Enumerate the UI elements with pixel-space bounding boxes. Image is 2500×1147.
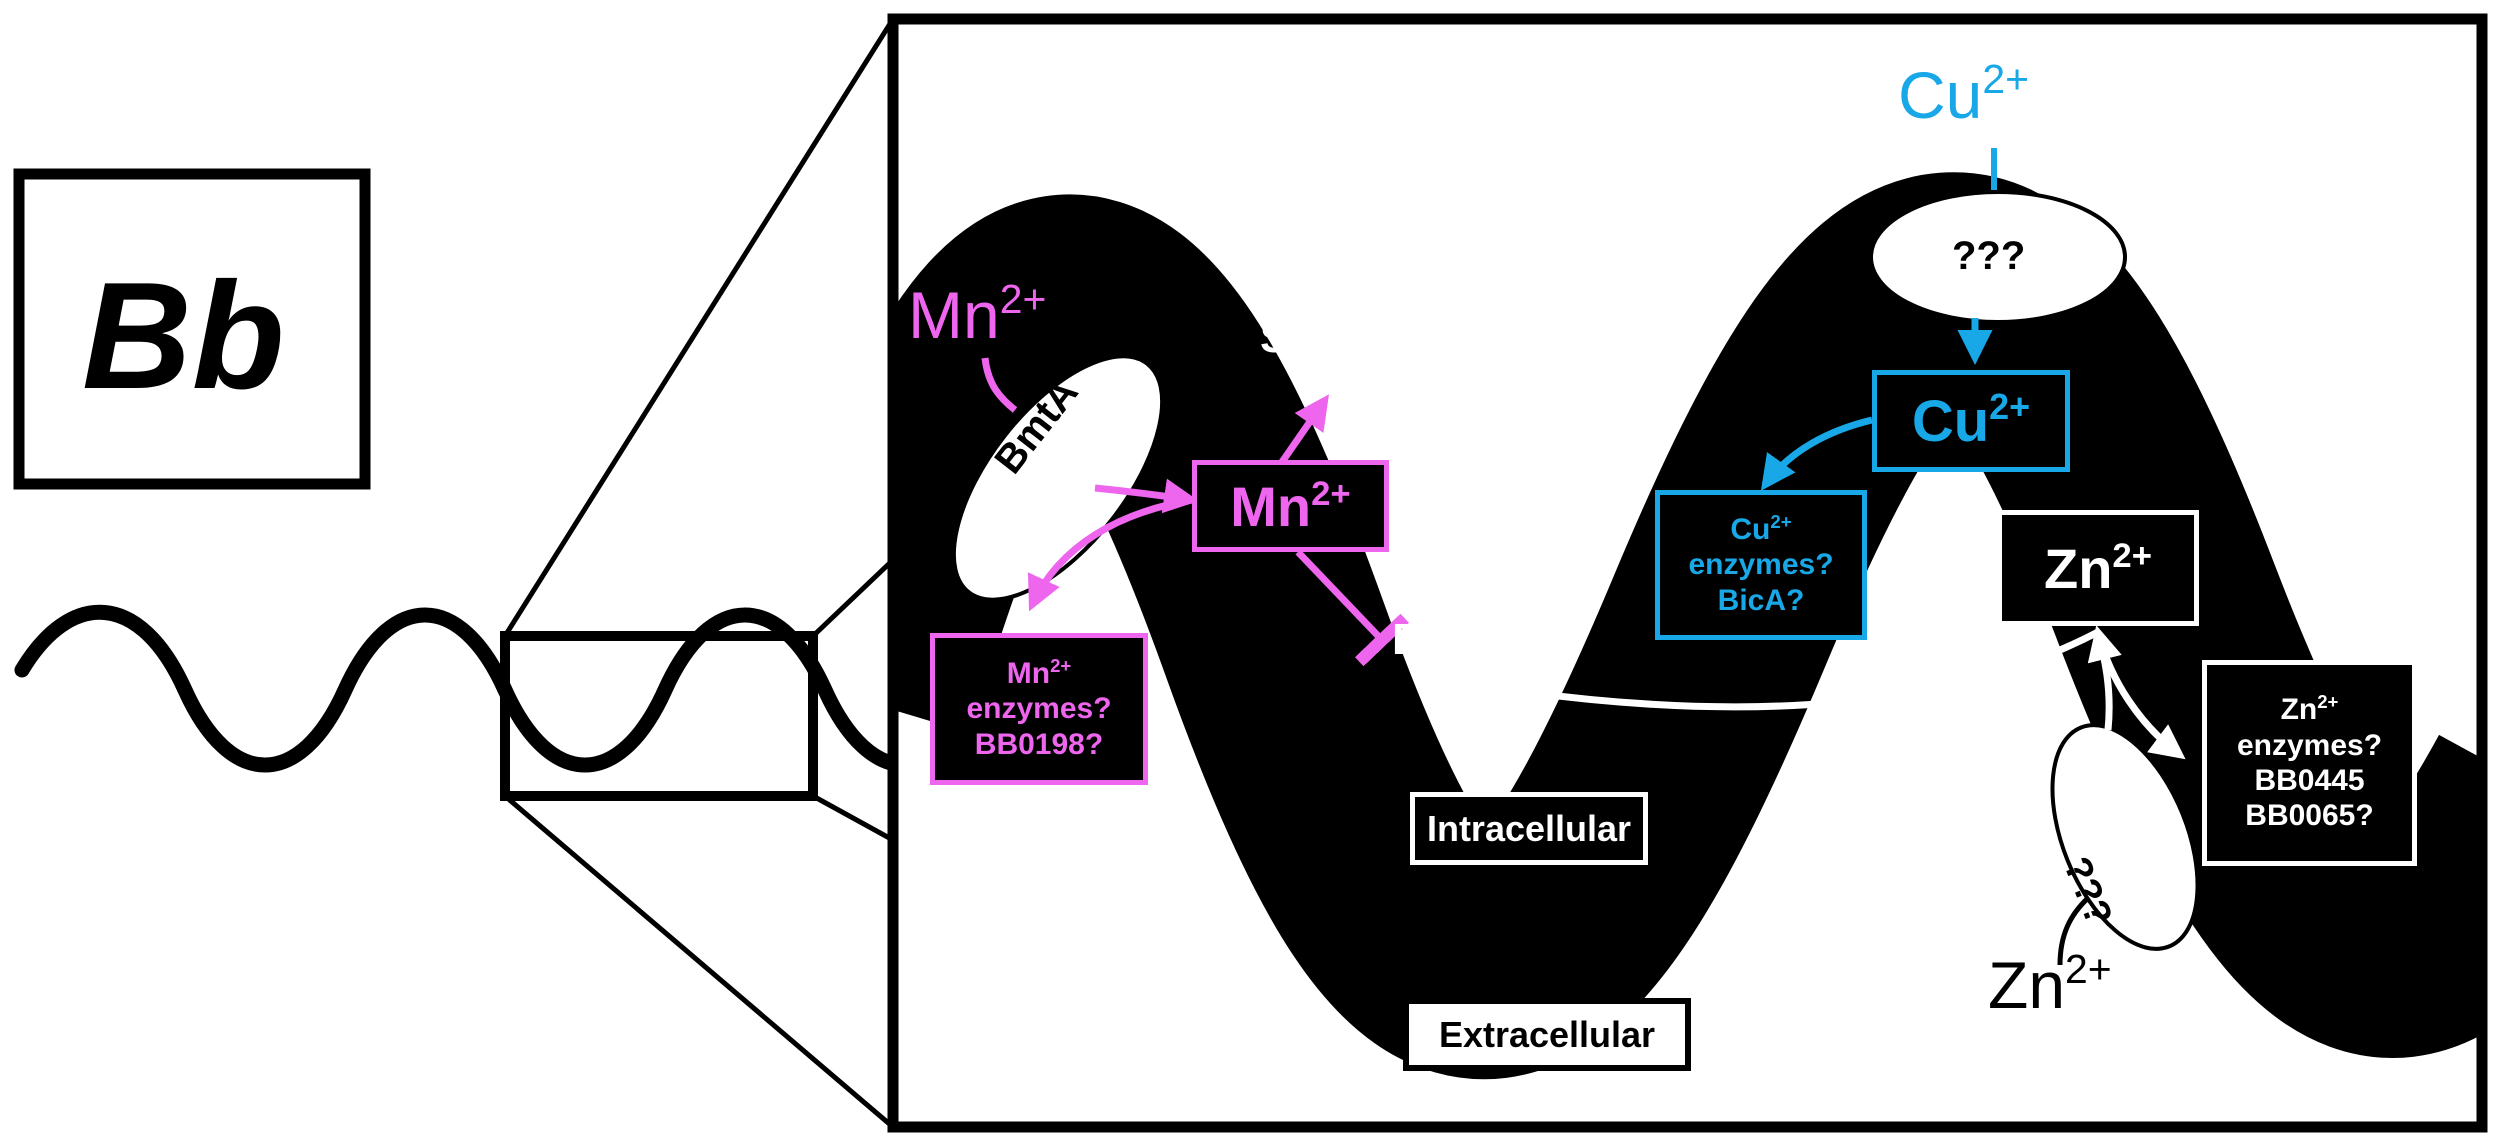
- cu-intracellular-charge: 2+: [1989, 385, 2031, 427]
- mn-uptake-line: [981, 357, 1018, 413]
- mn-enzymes-box: Mn2+ enzymes? BB0198?: [930, 633, 1148, 785]
- zoom-line-bottom-right: [811, 793, 895, 843]
- zoom-panel-frame: [887, 13, 2488, 1133]
- zoom-line-top-right: [811, 558, 895, 638]
- cu-enzymes-box: Cu2+ enzymes? BicA?: [1655, 490, 1867, 640]
- zn-enzymes-box: Zn2+ enzymes? BB0445 BB0065?: [2202, 660, 2417, 866]
- organism-label-box: [13, 168, 371, 490]
- cu-enzymes-charge: 2+: [1770, 510, 1792, 532]
- mn-intracellular-box: Mn2+: [1192, 460, 1389, 552]
- zn-enzymes-symbol: Zn: [2280, 693, 2318, 727]
- cu-intracellular-symbol: Cu: [1911, 388, 1990, 454]
- mn-intracellular-charge: 2+: [1311, 474, 1351, 513]
- zn-extracellular-symbol: Zn: [1988, 948, 2066, 1022]
- zoom-region-box: [500, 631, 818, 801]
- mn-represses-bosr-line: [1295, 549, 1410, 667]
- zn-enzymes-example-1: BB0445: [2254, 764, 2365, 797]
- zn-intracellular-symbol: Zn: [2043, 536, 2113, 600]
- cu-extracellular-ion: Cu2+: [1898, 59, 2029, 128]
- mn-extracellular-charge: 2+: [999, 276, 1047, 323]
- zn-to-bosr-arrow: [1471, 628, 2100, 711]
- zoom-line-top-left: [502, 17, 896, 638]
- bmta-transporter: [951, 354, 1165, 602]
- zinc-transporter: [2050, 723, 2200, 951]
- mn-extracellular-ion: Mn2+: [908, 279, 1046, 348]
- intracellular-label: Intracellular: [1410, 792, 1648, 865]
- cu-enzymes-example: BicA?: [1717, 583, 1805, 617]
- cu-enzymes-symbol: Cu: [1730, 512, 1771, 546]
- zoom-line-bottom-left: [503, 794, 895, 1129]
- zn-enzymes-charge: 2+: [2317, 691, 2339, 713]
- zn-uptake-line: [2057, 896, 2090, 966]
- mn-extracellular-symbol: Mn: [908, 278, 1000, 352]
- copper-transporter: [1869, 190, 2127, 324]
- cu-extracellular-charge: 2+: [1982, 56, 2030, 103]
- cu-intracellular-box: Cu2+: [1872, 370, 2070, 472]
- zn-enzymes-line: enzymes?: [2236, 728, 2383, 762]
- mn-enzymes-symbol: Mn: [1006, 656, 1051, 690]
- cu-enzymes-line: enzymes?: [1688, 548, 1834, 582]
- extracellular-label: Extracellular: [1403, 998, 1691, 1071]
- mn-enzymes-charge: 2+: [1050, 654, 1072, 676]
- mn-intracellular-symbol: Mn: [1230, 474, 1312, 538]
- organism-label: Bb: [82, 251, 285, 421]
- mn-enzymes-line: enzymes?: [966, 692, 1112, 726]
- bosr-label: BosR: [1392, 615, 1507, 664]
- mn-to-enzymes-arrow: [1028, 496, 1193, 612]
- cu-extracellular-symbol: Cu: [1898, 58, 1983, 132]
- mn-enzymes-example: BB0198?: [974, 727, 1104, 761]
- zn-to-enzymes-arrow: [2094, 631, 2186, 760]
- mn-activates-soda-arrow: [1279, 394, 1329, 464]
- zn-extracellular-ion: Zn2+: [1988, 949, 2112, 1018]
- zn-intracellular-charge: 2+: [2112, 536, 2152, 575]
- zn-enzymes-example-2: BB0065?: [2245, 799, 2374, 833]
- soda-label: SodA: [1260, 313, 1375, 362]
- zn-intracellular-box: Zn2+: [1997, 510, 2199, 626]
- zn-extracellular-charge: 2+: [2065, 946, 2112, 993]
- copper-transporter-label: ???: [1952, 234, 2026, 278]
- cu-to-enzymes-arrow: [1760, 416, 1873, 491]
